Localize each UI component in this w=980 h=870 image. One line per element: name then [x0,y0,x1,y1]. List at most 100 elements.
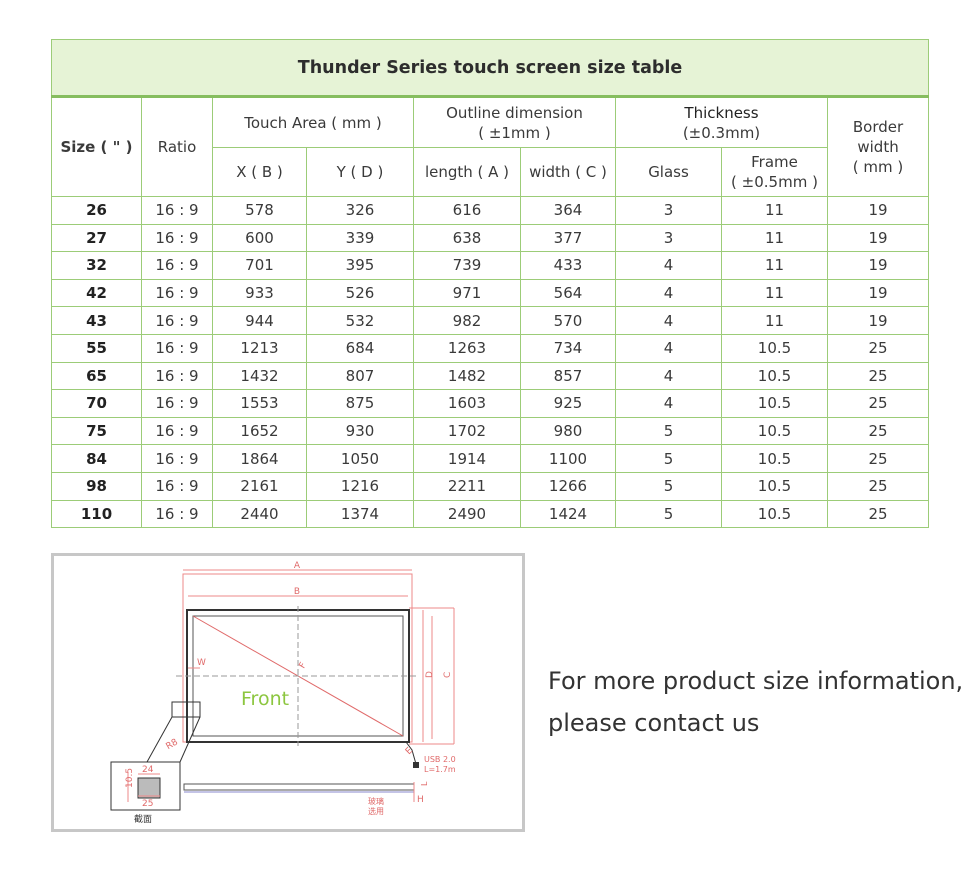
contact-line1: For more product size information, [548,667,964,695]
table-cell: 4 [615,333,722,363]
cell-size: 70 [51,389,142,418]
header-length: length ( A ) [413,147,521,197]
cell-size: 26 [51,196,142,225]
table-cell: 16 : 9 [141,471,213,501]
table-cell: 1050 [306,444,414,473]
table-cell: 2161 [212,471,307,501]
table-cell: 4 [615,251,722,280]
table-cell: 3 [615,196,722,225]
table-cell: 925 [520,389,616,418]
cell-size: 110 [51,499,142,529]
size-table: Thunder Series touch screen size table S… [50,39,930,529]
header-outline-line2: ( ±1mm ) [478,123,551,142]
table-cell: 638 [413,223,521,253]
table-cell: 16 : 9 [141,306,213,335]
table-cell: 16 : 9 [141,251,213,280]
table-cell: 564 [520,278,616,308]
table-cell: 1702 [413,416,521,446]
header-frame-line2: ( ±0.5mm ) [731,173,818,191]
table-cell: 25 [826,361,930,391]
cell-size: 43 [51,306,142,335]
table-cell: 11 [721,223,828,253]
table-cell: 16 : 9 [141,499,213,529]
section-label: 截面 [134,813,152,825]
table-cell: 1914 [413,444,521,473]
header-border-width: Border width ( mm ) [826,96,930,197]
table-cell: 433 [520,251,616,280]
table-cell: 364 [520,196,616,225]
header-size: Size ( " ) [51,96,142,197]
table-cell: 11 [721,306,828,335]
label-w: W [197,658,206,668]
table-cell: 19 [826,278,930,308]
table-cell: 1100 [520,444,616,473]
table-cell: 395 [306,251,414,280]
cell-size: 84 [51,444,142,473]
table-cell: 944 [212,306,307,335]
table-cell: 1263 [413,333,521,363]
detail-marker [171,701,201,718]
table-cell: 2440 [212,499,307,529]
table-cell: 739 [413,251,521,280]
table-cell: 570 [520,306,616,335]
usb-cable [405,741,417,765]
table-cell: 1266 [520,471,616,501]
table-cell: 1553 [212,389,307,418]
table-cell: 339 [306,223,414,253]
table-cell: 19 [826,251,930,280]
table-cell: 701 [212,251,307,280]
table-cell: 4 [615,389,722,418]
table-cell: 734 [520,333,616,363]
table-cell: 5 [615,471,722,501]
usb-label-line2: L=1.7m [424,765,456,774]
table-cell: 1216 [306,471,414,501]
label-e: E [404,746,415,757]
table-cell: 11 [721,251,828,280]
cell-size: 32 [51,251,142,280]
header-outline: Outline dimension ( ±1mm ) [413,96,616,148]
table-cell: 1424 [520,499,616,529]
cell-size: 42 [51,278,142,308]
label-f: F [298,661,309,670]
table-cell: 930 [306,416,414,446]
header-touch-area: Touch Area ( mm ) [212,96,414,148]
table-cell: 326 [306,196,414,225]
cell-size: 98 [51,471,142,501]
table-cell: 16 : 9 [141,416,213,446]
section-profile [137,777,161,799]
table-cell: 1213 [212,333,307,363]
table-cell: 10.5 [721,361,828,391]
cell-size: 27 [51,223,142,253]
header-thickness: Thickness (±0.3mm) [615,96,828,148]
table-cell: 5 [615,444,722,473]
header-thickness-line2: (±0.3mm) [682,123,761,142]
header-border-line3: ( mm ) [852,158,904,176]
table-cell: 980 [520,416,616,446]
table-cell: 1432 [212,361,307,391]
table-cell: 807 [306,361,414,391]
table-cell: 25 [826,416,930,446]
table-cell: 16 : 9 [141,196,213,225]
label-l: L [420,781,429,786]
header-border-line1: Border [852,118,904,136]
label-d: D [425,671,435,678]
table-cell: 1864 [212,444,307,473]
section-box [110,761,181,811]
table-cell: 16 : 9 [141,278,213,308]
header-x: X ( B ) [212,147,307,197]
table-cell: 4 [615,306,722,335]
leader-line-1 [146,716,173,763]
table-cell: 971 [413,278,521,308]
table-cell: 857 [520,361,616,391]
table-cell: 19 [826,196,930,225]
dimension-drawing-svg: A B C D F W R8 E USB 2.0 L=1.7m H L 玻璃 选… [110,561,456,825]
table-cell: 1482 [413,361,521,391]
